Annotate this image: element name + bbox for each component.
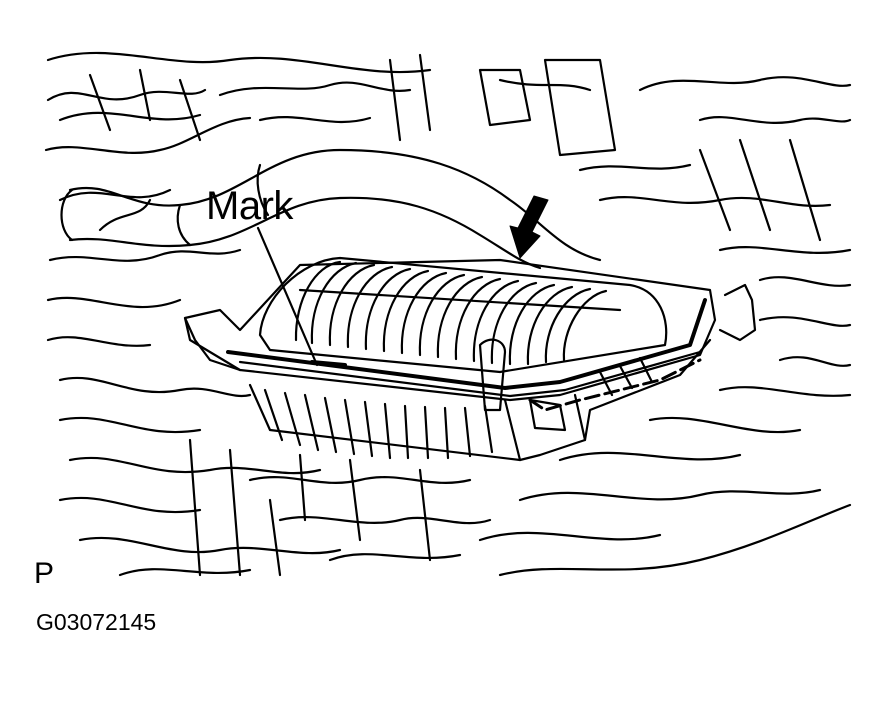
figure-code: G03072145 bbox=[36, 609, 157, 635]
air-filter-element bbox=[258, 256, 668, 374]
filter-clamp bbox=[478, 338, 507, 412]
air-filter-frame bbox=[183, 258, 757, 412]
mark-leader-line bbox=[256, 226, 347, 367]
down-arrow-icon bbox=[509, 195, 549, 259]
corner-letter: P bbox=[34, 557, 55, 590]
engine-background-lines bbox=[44, 51, 852, 577]
mark-callout-label: Mark bbox=[206, 184, 293, 228]
